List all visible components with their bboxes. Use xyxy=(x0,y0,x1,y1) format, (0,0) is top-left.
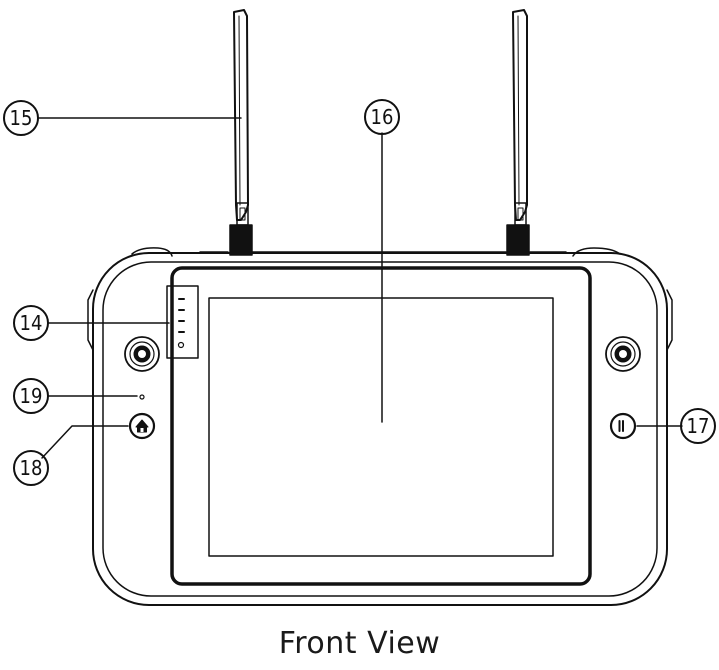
callout-circle-15 xyxy=(3,100,39,136)
left-joystick xyxy=(124,336,160,372)
pause-button xyxy=(609,412,637,440)
controller-body xyxy=(87,252,673,606)
home-icon xyxy=(135,419,149,433)
battery-indicator-panel xyxy=(166,285,199,359)
right-antenna xyxy=(506,9,530,256)
figure-caption: Front View xyxy=(278,626,441,661)
pause-icon xyxy=(618,420,624,432)
callout-label-19: 19 xyxy=(20,384,43,408)
callout-label-18: 18 xyxy=(20,456,43,480)
callout-circle-16 xyxy=(364,99,400,135)
left-antenna xyxy=(229,9,253,256)
status-light xyxy=(139,394,145,400)
home-button xyxy=(128,412,156,440)
callout-circle-18 xyxy=(13,450,49,486)
right-joystick xyxy=(605,336,641,372)
callout-label-15: 15 xyxy=(10,106,33,130)
callout-label-17: 17 xyxy=(687,414,710,438)
callout-labels: 15 16 14 19 18 17 xyxy=(10,105,710,480)
callout-label-16: 16 xyxy=(371,105,394,129)
leader-line-18 xyxy=(41,425,129,459)
callout-circle-17 xyxy=(680,408,716,444)
callout-label-14: 14 xyxy=(20,311,43,335)
callout-circle-14 xyxy=(13,305,49,341)
callout-circle-19 xyxy=(13,378,49,414)
display-screen xyxy=(170,266,592,586)
